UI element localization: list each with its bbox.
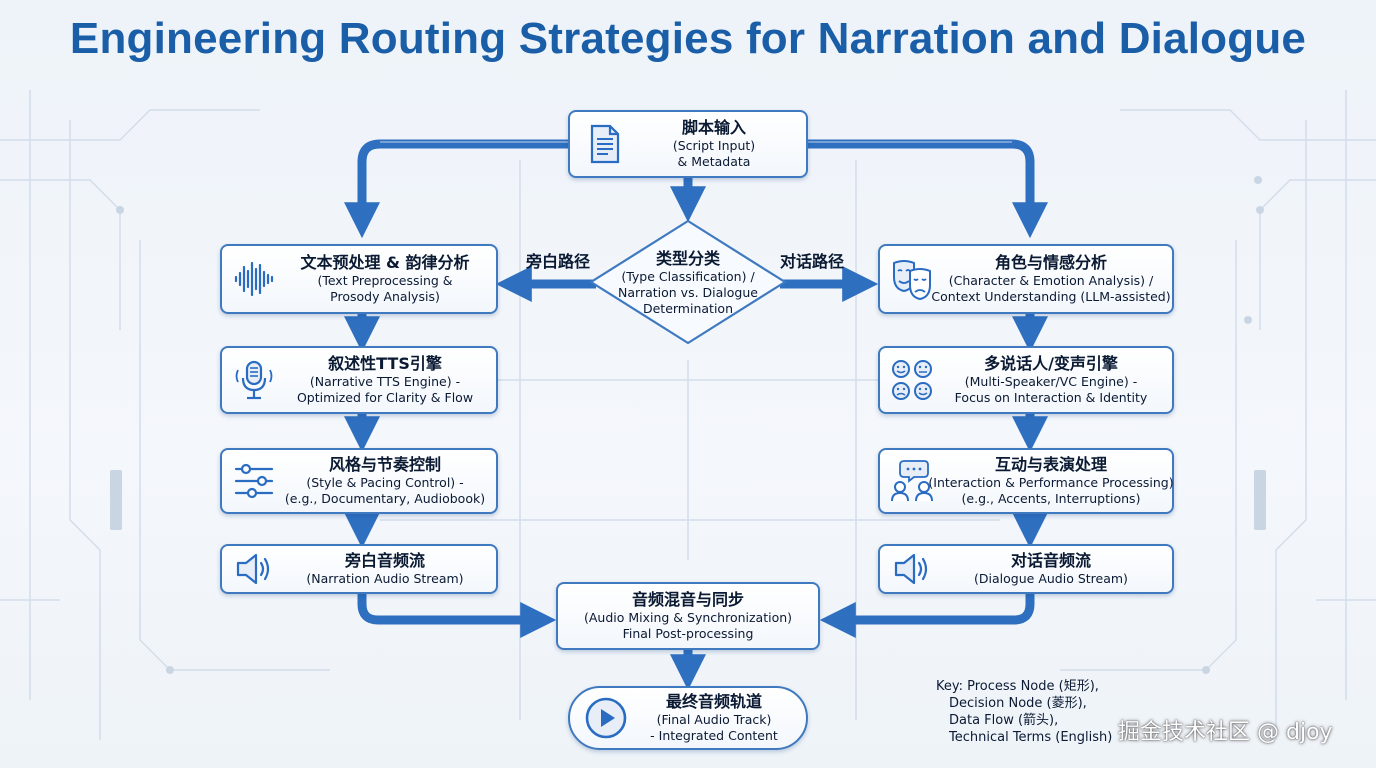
narrative-tts-line1: (Narrative TTS Engine) - [309, 374, 461, 389]
theater-masks-icon [893, 260, 931, 301]
script-input-detail: & Metadata [677, 154, 751, 169]
interaction-line1: (Interaction & Performance Processing) [928, 475, 1174, 490]
interaction-line2: (e.g., Accents, Interruptions) [961, 491, 1141, 506]
multi-speaker-node: 多说话人/变声引擎 (Multi-Speaker/VC Engine) - Fo… [878, 346, 1174, 414]
narrative-tts-node: 叙述性TTS引擎 (Narrative TTS Engine) - Optimi… [220, 346, 498, 414]
sliders-icon [234, 463, 274, 499]
character-emotion-title: 角色与情感分析 [994, 253, 1107, 272]
mixing-line2: Final Post-processing [622, 626, 754, 641]
type-classification-title: 类型分类 [655, 249, 720, 268]
dialogue-stream-title: 对话音频流 [1010, 551, 1091, 570]
mixing-title: 音频混音与同步 [631, 590, 744, 609]
arrow-script-to-character [806, 139, 1048, 239]
mixing-node: 音频混音与同步 (Audio Mixing & Synchronization)… [556, 582, 820, 650]
type-classification-text: 类型分类 (Type Classification) / Narration v… [588, 238, 788, 328]
legend-line-2: Decision Node (菱形), [949, 696, 1087, 711]
dialogue-path-label: 对话路径 [780, 252, 845, 271]
narration-stream-title: 旁白音频流 [344, 551, 425, 570]
page-title: Engineering Routing Strategies for Narra… [69, 14, 1307, 63]
final-track-line1: (Final Audio Track) [656, 712, 772, 727]
arrow-script-to-preprocessing [344, 139, 570, 239]
text-preprocessing-line1: (Text Preprocessing & [317, 273, 453, 288]
microphone-icon [235, 360, 273, 400]
multi-speaker-line2: Focus on Interaction & Identity [954, 390, 1148, 405]
narration-stream-node: 旁白音频流 (Narration Audio Stream) [220, 544, 498, 594]
narrative-tts-title: 叙述性TTS引擎 [328, 354, 442, 373]
watermark: 掘金技术社区 @ djoy [1118, 720, 1333, 745]
final-track-title: 最终音频轨道 [665, 692, 762, 711]
narration-path-label: 旁白路径 [526, 252, 591, 271]
faces-icon [892, 360, 932, 400]
multi-speaker-title: 多说话人/变声引擎 [984, 354, 1118, 373]
dialogue-stream-node: 对话音频流 (Dialogue Audio Stream) [878, 544, 1174, 594]
mixing-line1: (Audio Mixing & Synchronization) [583, 610, 793, 625]
final-track-line2: - Integrated Content [650, 728, 778, 743]
final-track-node: 最终音频轨道 (Final Audio Track) - Integrated … [568, 686, 808, 750]
script-input-subtitle: (Script Input) [672, 138, 756, 153]
document-icon [590, 124, 620, 164]
style-pacing-title: 风格与节奏控制 [328, 455, 441, 474]
narrative-tts-line2: Optimized for Clarity & Flow [296, 390, 474, 405]
text-preprocessing-node: 文本预处理 & 韵律分析 (Text Preprocessing & Proso… [220, 244, 498, 314]
style-pacing-line2: (e.g., Documentary, Audiobook) [284, 491, 486, 506]
narration-stream-line1: (Narration Audio Stream) [306, 571, 464, 586]
type-classification-line2: Narration vs. Dialogue [618, 285, 758, 300]
style-pacing-node: 风格与节奏控制 (Style & Pacing Control) - (e.g.… [220, 448, 498, 514]
interaction-node: 互动与表演处理 (Interaction & Performance Proce… [878, 448, 1174, 514]
script-input-node: 脚本输入 (Script Input) & Metadata [568, 110, 808, 178]
legend-line-4: Technical Terms (English) [949, 730, 1113, 745]
speaker-icon [236, 553, 270, 585]
character-emotion-node: 角色与情感分析 (Character & Emotion Analysis) /… [878, 244, 1174, 314]
speaker-icon [894, 553, 928, 585]
arrow-dialogue-stream-to-mixing [819, 594, 1035, 638]
conversation-icon [891, 460, 933, 502]
character-emotion-line2: Context Understanding (LLM-assisted) [931, 289, 1171, 304]
arrow-narration-stream-to-mixing [357, 594, 557, 638]
legend-line-1: Key: Process Node (矩形), [936, 679, 1099, 694]
type-classification-line1: (Type Classification) / [621, 269, 755, 284]
character-emotion-line1: (Character & Emotion Analysis) / [948, 273, 1154, 288]
script-input-title: 脚本输入 [681, 118, 746, 137]
waveform-icon [234, 261, 274, 297]
dialogue-stream-line1: (Dialogue Audio Stream) [974, 571, 1128, 586]
text-preprocessing-title: 文本预处理 & 韵律分析 [300, 253, 470, 272]
multi-speaker-line1: (Multi-Speaker/VC Engine) - [964, 374, 1138, 389]
style-pacing-line1: (Style & Pacing Control) - [306, 475, 464, 490]
interaction-title: 互动与表演处理 [994, 455, 1107, 474]
legend-line-3: Data Flow (箭头), [949, 713, 1059, 728]
legend-key: Key: Process Node (矩形), Decision Node (菱… [936, 678, 1112, 746]
play-icon [585, 697, 627, 739]
text-preprocessing-line2: Prosody Analysis) [330, 289, 440, 304]
type-classification-line3: Determination [642, 301, 733, 316]
type-classification-diamond [588, 219, 788, 345]
